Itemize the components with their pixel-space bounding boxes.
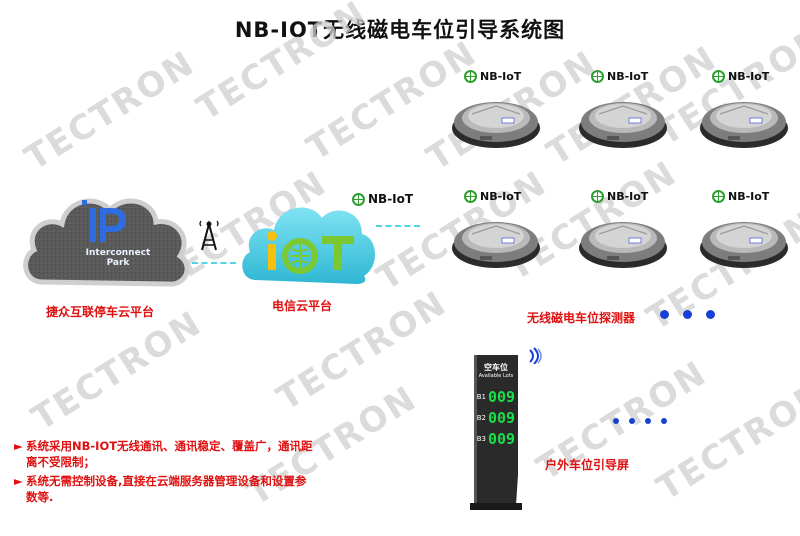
ellipsis-dot [660, 310, 669, 319]
parking-sensor [452, 102, 540, 148]
notes-list: ►系统采用NB-IOT无线通讯、通讯稳定、覆盖广，通讯距离不受限制； ►系统无需… [14, 438, 314, 508]
link-line [376, 225, 420, 227]
nb-iot-badge: NB-IoT [464, 70, 521, 83]
arrow-right-icon: ► [14, 474, 23, 488]
note-item: ►系统无需控制设备,直接在云端服务器管理设备和设置参数等. [14, 474, 307, 504]
nb-globe-icon [591, 190, 604, 203]
parking-sensor [700, 222, 788, 268]
ellipsis-dot [706, 310, 715, 319]
wireless-signal-icon [529, 347, 542, 364]
nb-iot-badge: NB-IoT [712, 70, 769, 83]
sign-subtitle: Available Lots [478, 373, 514, 379]
watermark: TECTRON [25, 303, 210, 439]
nb-iot-badge: NB-IoT [352, 192, 413, 206]
more-sensors-indicator [660, 310, 715, 319]
sign-title: 空车位 [484, 363, 508, 372]
park-logo-text: Interconnect Park [85, 248, 151, 268]
nb-globe-icon [712, 70, 725, 83]
nb-iot-badge: NB-IoT [712, 190, 769, 203]
nb-globe-icon [352, 192, 365, 206]
link-line [192, 262, 236, 264]
ellipsis-dot [629, 418, 635, 424]
arrow-right-icon: ► [14, 439, 23, 453]
park-logo-icon [82, 200, 126, 242]
sign-label: 户外车位引导屏 [545, 458, 630, 472]
parking-sensor [579, 222, 667, 268]
parking-sensor [700, 102, 788, 148]
nb-iot-badge: NB-IoT [591, 70, 648, 83]
iot-logo-icon [267, 231, 354, 274]
nb-globe-icon [464, 70, 477, 83]
sensors-label: 无线磁电车位探测器 [527, 311, 636, 325]
ellipsis-dot [661, 418, 667, 424]
nb-globe-icon [591, 70, 604, 83]
park-cloud-label: 捷众互联停车云平台 [46, 305, 155, 319]
watermark: TECTRON [18, 43, 203, 179]
parking-sensor [579, 102, 667, 148]
ellipsis-dot [683, 310, 692, 319]
telecom-cloud-label: 电信云平台 [272, 299, 333, 313]
nb-iot-badge: NB-IoT [464, 190, 521, 203]
nb-iot-badge: NB-IoT [591, 190, 648, 203]
note-item: ►系统采用NB-IOT无线通讯、通讯稳定、覆盖广，通讯距离不受限制； [14, 439, 313, 469]
telecom-cloud [242, 207, 376, 284]
ellipsis-dot [645, 418, 651, 424]
antenna-icon [199, 220, 219, 251]
page-title: NB-IOT无线磁电车位引导系统图 [234, 18, 566, 42]
nb-globe-icon [464, 190, 477, 203]
more-signs-indicator [613, 418, 667, 424]
nb-globe-icon [712, 190, 725, 203]
ellipsis-dot [613, 418, 619, 424]
park-cloud [23, 198, 190, 287]
parking-sensor [452, 222, 540, 268]
